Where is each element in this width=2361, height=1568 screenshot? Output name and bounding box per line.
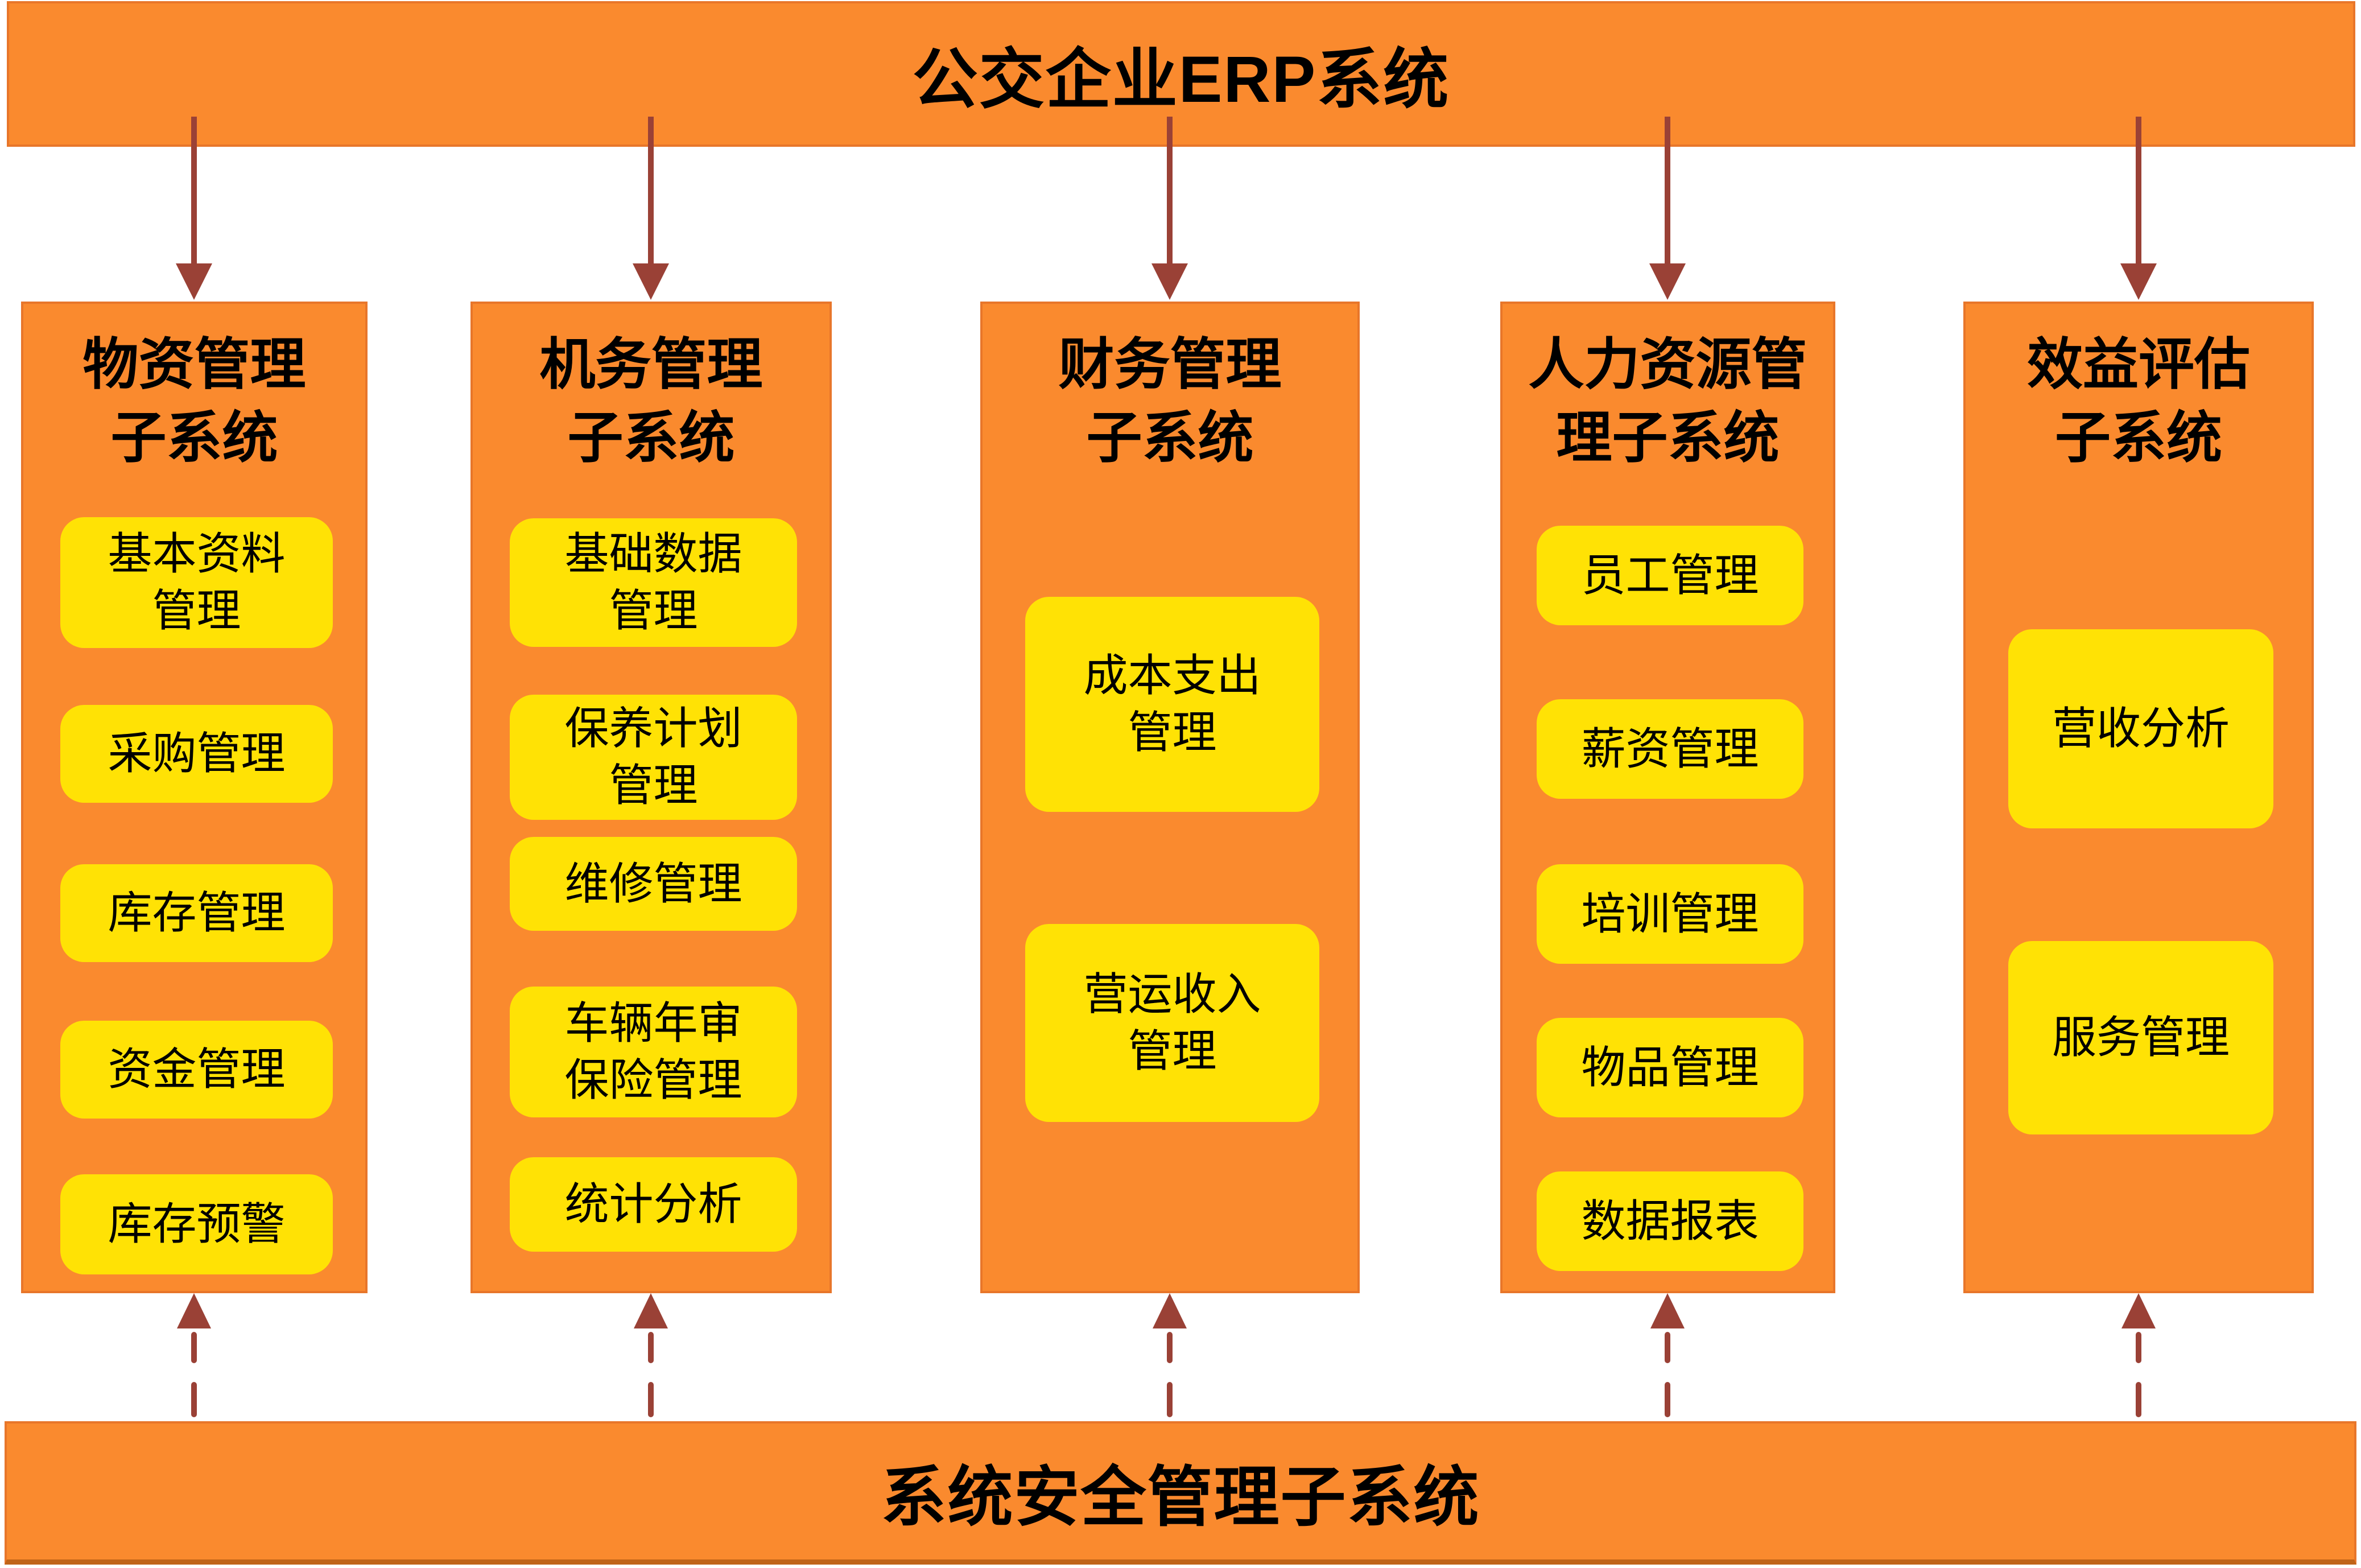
- column-title: 人力资源管 理子系统: [1528, 333, 1807, 469]
- module-box: 车辆年审 保险管理: [510, 987, 797, 1117]
- arrow-dash: [1665, 1332, 1670, 1363]
- module-box: 营收分析: [2008, 629, 2273, 828]
- arrow-shaft: [1167, 117, 1173, 265]
- arrow-dash: [191, 1332, 197, 1363]
- arrow-head-icon: [1649, 263, 1686, 300]
- arrow-dash: [1167, 1382, 1173, 1417]
- arrow-dash: [648, 1332, 654, 1363]
- arrow-head-icon: [1151, 263, 1188, 300]
- module-box: 保养计划 管理: [510, 695, 797, 820]
- arrow-shaft: [1665, 117, 1670, 265]
- subsystem-column-finance: 财务管理 子系统 成本支出 管理 营运收入 管理: [980, 302, 1360, 1293]
- module-box: 库存管理: [60, 864, 333, 962]
- module-box: 基础数据 管理: [510, 518, 797, 647]
- module-box: 营运收入 管理: [1025, 924, 1319, 1122]
- column-title: 财务管理 子系统: [1058, 333, 1282, 469]
- arrow-dash: [2136, 1332, 2141, 1363]
- arrow-head-icon: [634, 1293, 668, 1328]
- arrow-shaft: [648, 117, 654, 265]
- arrow-dash: [191, 1382, 197, 1417]
- module-box: 员工管理: [1537, 526, 1803, 625]
- module-box: 培训管理: [1537, 864, 1803, 964]
- column-title: 物资管理 子系统: [82, 333, 306, 469]
- arrow-shaft: [191, 117, 197, 265]
- module-box: 资金管理: [60, 1021, 333, 1119]
- arrow-dash: [1665, 1382, 1670, 1417]
- subsystem-column-hr: 人力资源管 理子系统 员工管理 薪资管理 培训管理 物品管理 数据报表: [1500, 302, 1835, 1293]
- arrow-head-icon: [176, 263, 212, 300]
- module-box: 服务管理: [2008, 941, 2273, 1134]
- subsystem-column-benefit: 效益评估 子系统 营收分析 服务管理: [1963, 302, 2314, 1293]
- arrow-head-icon: [1153, 1293, 1187, 1328]
- arrow-dash: [2136, 1382, 2141, 1417]
- arrow-head-icon: [2121, 1293, 2156, 1328]
- module-box: 物品管理: [1537, 1018, 1803, 1117]
- column-title: 效益评估 子系统: [2026, 333, 2250, 469]
- module-box: 薪资管理: [1537, 699, 1803, 799]
- arrow-dash: [1167, 1332, 1173, 1363]
- subsystem-column-vehicle: 机务管理 子系统 基础数据 管理 保养计划 管理 维修管理 车辆年审 保险管理 …: [470, 302, 832, 1293]
- module-box: 基本资料 管理: [60, 517, 333, 648]
- subsystem-column-material: 物资管理 子系统 基本资料 管理 采购管理 库存管理 资金管理 库存预警: [21, 302, 368, 1293]
- system-title: 公交企业ERP系统: [912, 43, 1450, 116]
- top-banner: 公交企业ERP系统: [7, 1, 2355, 147]
- arrow-head-icon: [633, 263, 669, 300]
- arrow-dash: [648, 1382, 654, 1417]
- module-box: 数据报表: [1537, 1171, 1803, 1271]
- arrow-head-icon: [177, 1293, 211, 1328]
- module-box: 采购管理: [60, 705, 333, 803]
- column-title: 机务管理 子系统: [539, 333, 763, 469]
- security-subsystem-title: 系统安全管理子系统: [881, 1460, 1480, 1534]
- bottom-banner: 系统安全管理子系统: [5, 1421, 2356, 1565]
- arrow-head-icon: [1650, 1293, 1685, 1328]
- arrow-shaft: [2136, 117, 2141, 265]
- module-box: 维修管理: [510, 837, 797, 931]
- module-box: 统计分析: [510, 1157, 797, 1252]
- module-box: 成本支出 管理: [1025, 597, 1319, 812]
- module-box: 库存预警: [60, 1174, 333, 1274]
- arrow-head-icon: [2120, 263, 2157, 300]
